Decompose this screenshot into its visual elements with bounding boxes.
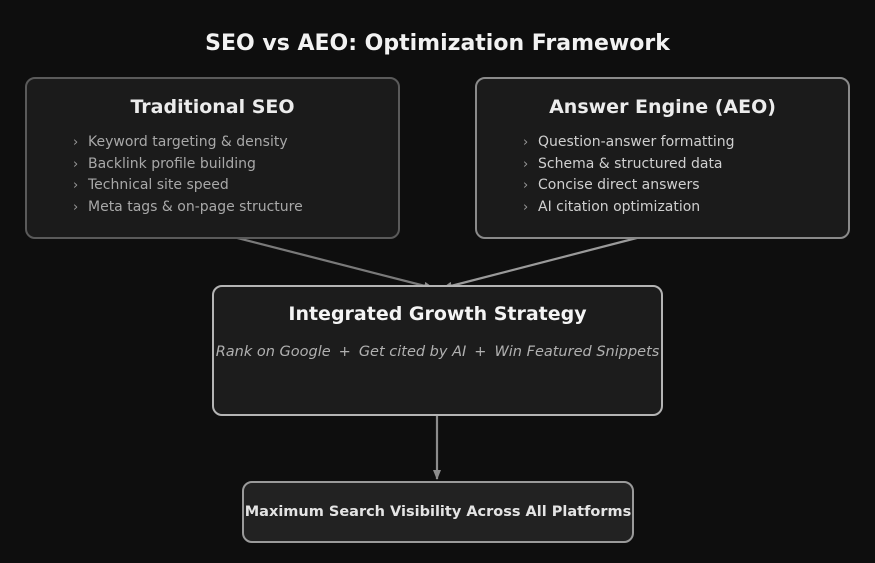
- result-label: Maximum Search Visibility Across All Pla…: [244, 504, 632, 520]
- list-item: ›Backlink profile building: [73, 154, 398, 176]
- plus-separator: +: [474, 344, 487, 360]
- list-item: ›Schema & structured data: [523, 154, 848, 176]
- strategy-item: Get cited by AI: [358, 344, 467, 360]
- list-item: ›AI citation optimization: [523, 197, 848, 219]
- arrow-aeo-to-integrated: [442, 230, 661, 290]
- strategy-item: Win Featured Snippets: [494, 344, 660, 360]
- traditional-seo-box: Traditional SEO ›Keyword targeting & den…: [25, 77, 400, 239]
- strategy-item: Rank on Google: [215, 344, 331, 360]
- integrated-strategy-box: Integrated Growth Strategy Rank on Googl…: [212, 285, 663, 416]
- chevron-right-icon: ›: [73, 156, 79, 172]
- chevron-right-icon: ›: [523, 178, 529, 193]
- chevron-right-icon: ›: [523, 199, 529, 215]
- list-item: ›Technical site speed: [73, 175, 398, 197]
- arrow-seo-to-integrated: [213, 230, 434, 290]
- list-item: ›Meta tags & on-page structure: [73, 197, 398, 219]
- list-item: ›Concise direct answers: [523, 175, 848, 197]
- chevron-right-icon: ›: [73, 178, 79, 193]
- diagram-title: SEO vs AEO: Optimization Framework: [205, 31, 670, 56]
- answer-engine-title: Answer Engine (AEO): [549, 96, 776, 118]
- chevron-right-icon: ›: [523, 135, 529, 150]
- traditional-seo-list: ›Keyword targeting & density ›Backlink p…: [73, 132, 398, 218]
- chevron-right-icon: ›: [523, 156, 529, 172]
- result-box: Maximum Search Visibility Across All Pla…: [242, 481, 634, 543]
- chevron-right-icon: ›: [73, 135, 79, 150]
- answer-engine-list: ›Question-answer formatting ›Schema & st…: [523, 132, 848, 218]
- plus-separator: +: [338, 344, 351, 360]
- answer-engine-box: Answer Engine (AEO) ›Question-answer for…: [475, 77, 850, 239]
- traditional-seo-title: Traditional SEO: [130, 96, 295, 118]
- list-item: ›Keyword targeting & density: [73, 132, 398, 154]
- chevron-right-icon: ›: [73, 199, 79, 215]
- list-item: ›Question-answer formatting: [523, 132, 848, 154]
- strategy-line: Rank on Google + Get cited by AI + Win Featu…: [202, 344, 673, 360]
- integrated-strategy-title: Integrated Growth Strategy: [288, 303, 587, 325]
